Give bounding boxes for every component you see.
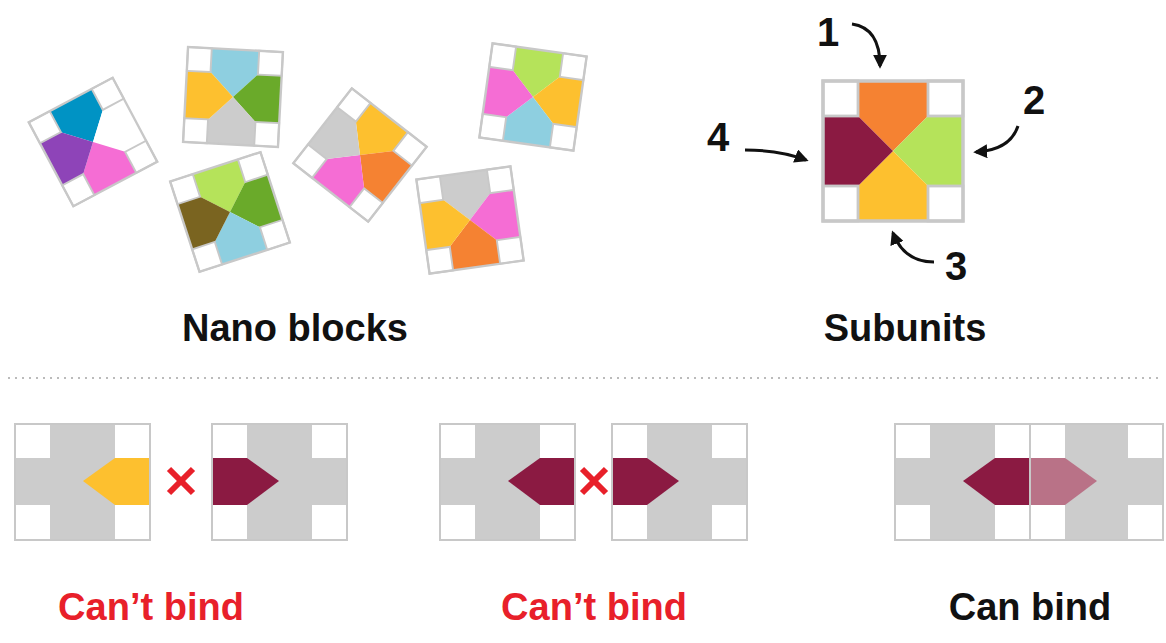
- binding-box: [440, 424, 575, 540]
- callout-arrow-part: [893, 233, 934, 262]
- callout-number: 3: [945, 246, 967, 286]
- callout-number: 1: [817, 12, 839, 52]
- nano-block-part: [483, 67, 537, 121]
- binding-box-part: [895, 424, 1030, 540]
- binding-box: [212, 424, 347, 540]
- callout-arrow: [745, 24, 1018, 262]
- cross-mark-part: [582, 469, 606, 493]
- cross-mark: [582, 469, 606, 493]
- callout-number: 4: [707, 117, 729, 157]
- binding-box-part: [963, 458, 1030, 505]
- nano-block-part: [420, 196, 474, 250]
- nano-block-part: [416, 166, 523, 273]
- binding-box-part: [1030, 458, 1097, 505]
- binding-box: [612, 424, 747, 540]
- binding-box-part: [612, 458, 679, 505]
- binding-box-part: [212, 424, 347, 540]
- binding-box-part: [895, 424, 1030, 540]
- nano-block-part: [293, 88, 426, 221]
- binding-box: [15, 424, 150, 540]
- cross-mark-part: [169, 469, 193, 493]
- binding-box-part: [1030, 424, 1163, 540]
- subunit-block-part: [823, 81, 963, 221]
- binding-box-part: [15, 424, 150, 540]
- binding-box-part: [1030, 424, 1163, 540]
- callout-arrow-part: [976, 126, 1018, 152]
- binding-box-part: [83, 458, 150, 505]
- callout-number: 2: [1023, 80, 1045, 120]
- nano-block: [183, 47, 283, 147]
- section-title: Subunits: [824, 309, 987, 347]
- binding-box-part: [612, 424, 747, 540]
- nano-block: [479, 43, 586, 150]
- nano-block-part: [170, 152, 290, 272]
- callout-arrow-part: [852, 24, 880, 66]
- binding-box-part: [612, 424, 747, 540]
- result-label: Can’t bind: [501, 588, 687, 626]
- binding-box-part: [508, 458, 575, 505]
- binding-box: [895, 424, 1030, 540]
- separator-line: [8, 377, 1158, 379]
- binding-box-part: [440, 424, 575, 540]
- result-label: Can bind: [949, 588, 1112, 626]
- nano-block: [29, 78, 157, 206]
- binding-box-part: [212, 424, 347, 540]
- cross-mark: [169, 469, 193, 493]
- binding-box: [1030, 424, 1163, 540]
- binding-box-part: [440, 424, 575, 540]
- subunit-block: [823, 81, 963, 221]
- nano-block: [293, 88, 426, 221]
- nano-block: [170, 152, 290, 272]
- binding-box-part: [212, 458, 279, 505]
- nano-block-part: [29, 78, 157, 206]
- result-label: Can’t bind: [58, 588, 244, 626]
- callout-arrow-part: [745, 150, 806, 160]
- nano-block-part: [479, 43, 586, 150]
- binding-box-part: [15, 424, 150, 540]
- nano-block-part: [184, 71, 234, 121]
- cross-mark-part: [169, 469, 193, 493]
- nano-block: [416, 166, 523, 273]
- subunit-block-part: [823, 116, 893, 186]
- nano-block-part: [183, 47, 283, 147]
- cross-mark-part: [582, 469, 606, 493]
- section-title: Nano blocks: [182, 309, 408, 347]
